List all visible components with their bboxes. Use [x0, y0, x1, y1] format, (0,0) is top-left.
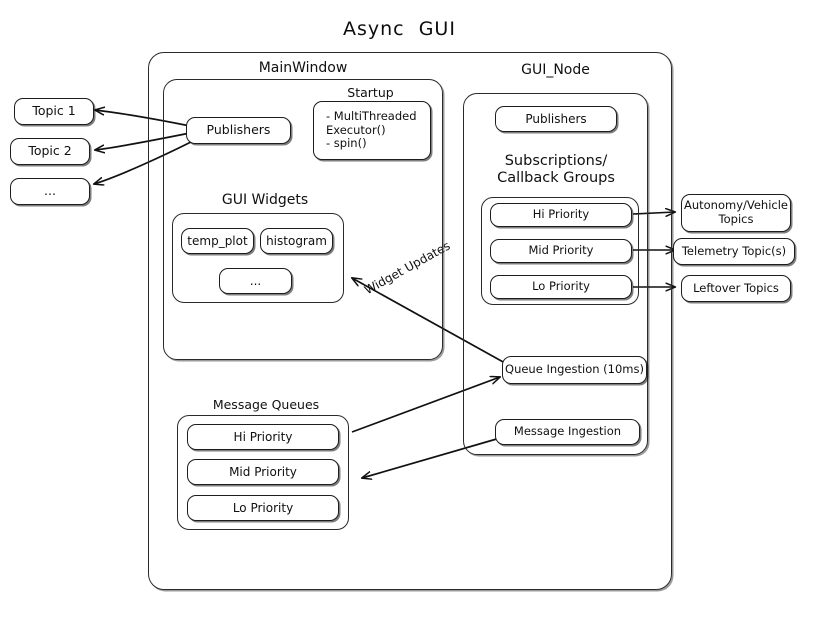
subscriptions-callback-groups-label: Subscriptions/ Callback Groups — [497, 153, 615, 186]
widget-histogram[interactable]: histogram — [260, 228, 333, 254]
widget-more-label: ... — [249, 273, 262, 288]
message-queue-hi-priority-label: Hi Priority — [233, 429, 293, 444]
startup-label: Startup — [347, 85, 394, 100]
leftover-topics-label: Leftover Topics — [693, 280, 779, 295]
message-queues-label: Message Queues — [212, 397, 320, 412]
mainwindow-publishers-label: Publishers — [206, 122, 271, 138]
guinode-publishers-label: Publishers — [525, 111, 587, 126]
callback-group-mid-priority[interactable]: Mid Priority — [490, 239, 632, 263]
callback-group-lo-priority-label: Lo Priority — [532, 279, 590, 294]
widget-histogram-label: histogram — [266, 233, 327, 248]
message-queue-lo-priority-label: Lo Priority — [232, 500, 294, 515]
topic-box-1-label: Topic 1 — [32, 103, 76, 119]
callback-groups-container — [481, 197, 639, 305]
guinode-publishers-box[interactable]: Publishers — [495, 106, 617, 132]
mainwindow-publishers-box[interactable]: Publishers — [186, 117, 291, 144]
leftover-topics-box[interactable]: Leftover Topics — [681, 275, 791, 302]
callback-group-hi-priority-label: Hi Priority — [532, 207, 590, 222]
telemetry-topics-label: Telemetry Topic(s) — [681, 243, 787, 258]
async-gui-outer-container — [148, 52, 672, 590]
message-queues-container — [177, 415, 349, 530]
message-queue-hi-priority[interactable]: Hi Priority — [187, 424, 339, 450]
queue-ingestion-box[interactable]: Queue Ingestion (10ms) — [502, 356, 647, 384]
queue-ingestion-label: Queue Ingestion (10ms) — [505, 362, 644, 377]
widget-temp-plot[interactable]: temp_plot — [181, 228, 254, 254]
message-ingestion-label: Message Ingestion — [513, 424, 622, 439]
topic-box-2-label: Topic 2 — [28, 143, 72, 159]
gui-node-container — [463, 93, 648, 455]
message-ingestion-box[interactable]: Message Ingestion — [495, 419, 640, 445]
callback-group-lo-priority[interactable]: Lo Priority — [490, 275, 632, 299]
message-queue-mid-priority[interactable]: Mid Priority — [187, 459, 339, 485]
telemetry-topics-box[interactable]: Telemetry Topic(s) — [673, 238, 795, 265]
mainwindow-label: MainWindow — [258, 60, 348, 76]
topic-box-1[interactable]: Topic 1 — [14, 98, 94, 125]
mainwindow-container — [163, 79, 443, 360]
startup-box: - MultiThreaded Executor() - spin() — [313, 101, 431, 160]
topic-box-more-label: ... — [44, 183, 56, 199]
topic-box-2[interactable]: Topic 2 — [10, 138, 90, 165]
widget-temp-plot-label: temp_plot — [187, 233, 248, 248]
autonomy-vehicle-topics-label: Autonomy/Vehicle Topics — [683, 198, 789, 226]
gui-widgets-label: GUI Widgets — [221, 192, 309, 208]
autonomy-vehicle-topics-box[interactable]: Autonomy/Vehicle Topics — [681, 194, 791, 232]
topic-box-more[interactable]: ... — [10, 178, 90, 205]
message-queue-lo-priority[interactable]: Lo Priority — [187, 495, 339, 521]
callback-group-hi-priority[interactable]: Hi Priority — [490, 203, 632, 227]
callback-group-mid-priority-label: Mid Priority — [528, 243, 594, 258]
widget-more[interactable]: ... — [219, 268, 292, 294]
gui-widgets-container — [172, 213, 344, 303]
gui-node-label: GUI_Node — [521, 62, 590, 78]
message-queue-mid-priority-label: Mid Priority — [229, 464, 297, 479]
startup-items: - MultiThreaded Executor() - spin() — [326, 109, 417, 151]
diagram-title: Async GUI — [343, 18, 456, 40]
